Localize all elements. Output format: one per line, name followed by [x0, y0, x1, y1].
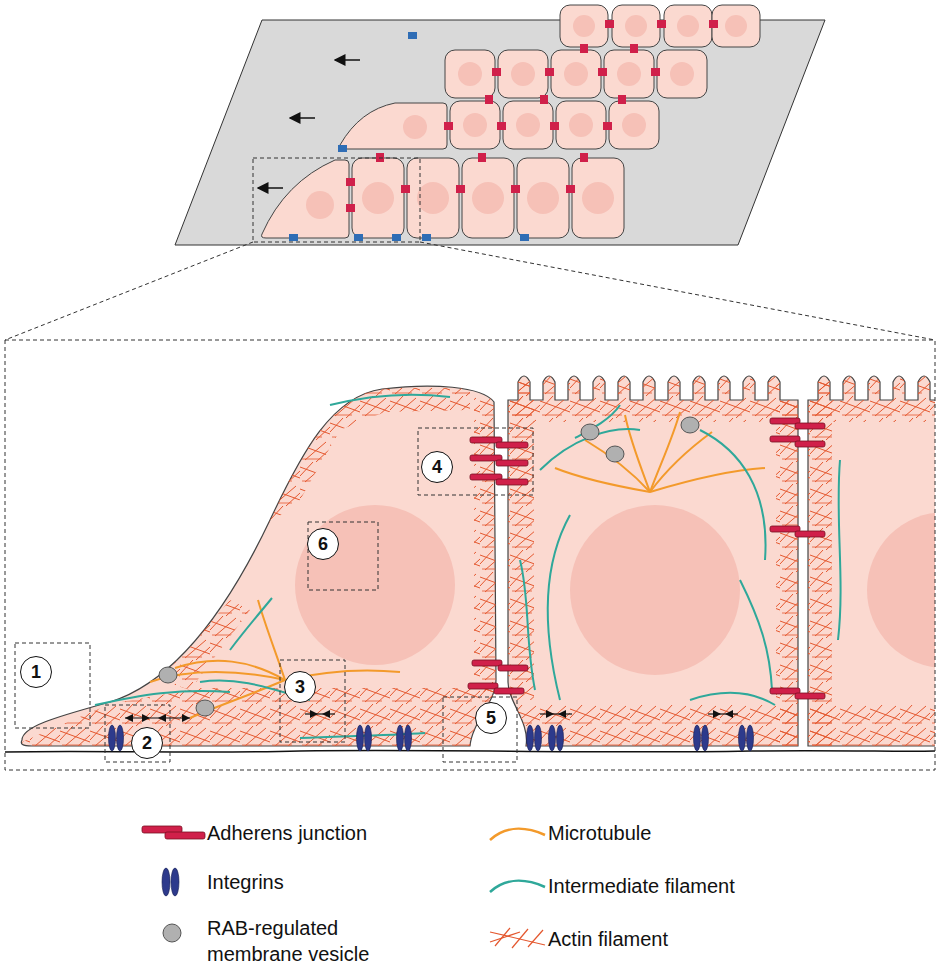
- legend-entry: Integrins: [207, 869, 422, 895]
- legend-label: RAB-regulated membrane vesicle: [207, 917, 369, 965]
- callout-circle: 6: [307, 528, 339, 560]
- callout-number: 2: [142, 734, 152, 752]
- callout-number: 4: [432, 458, 442, 476]
- legend-entry: Microtubule: [548, 820, 763, 846]
- legend-entry: Intermediate filament: [548, 873, 763, 899]
- callout-circle: 4: [421, 451, 453, 483]
- callout-number: 1: [31, 663, 41, 681]
- legend-label: Actin filament: [548, 928, 668, 950]
- legend-entry: Adherens junction: [207, 820, 422, 846]
- legend-label: Microtubule: [548, 822, 651, 844]
- legend-label: Integrins: [207, 871, 284, 893]
- callout-number: 6: [318, 535, 328, 553]
- callout-circle: 5: [475, 702, 507, 734]
- callout-number: 5: [486, 709, 496, 727]
- callout-circle: 2: [131, 727, 163, 759]
- legend-samples: [142, 826, 545, 948]
- legend-entry: RAB-regulated membrane vesicle: [207, 915, 422, 967]
- legend-label: Adherens junction: [207, 822, 367, 844]
- legend-label: Intermediate filament: [548, 875, 735, 897]
- callout-circle: 1: [20, 656, 52, 688]
- callout-number: 3: [295, 678, 305, 696]
- callout-circle: 3: [284, 671, 316, 703]
- legend-entry: Actin filament: [548, 926, 763, 952]
